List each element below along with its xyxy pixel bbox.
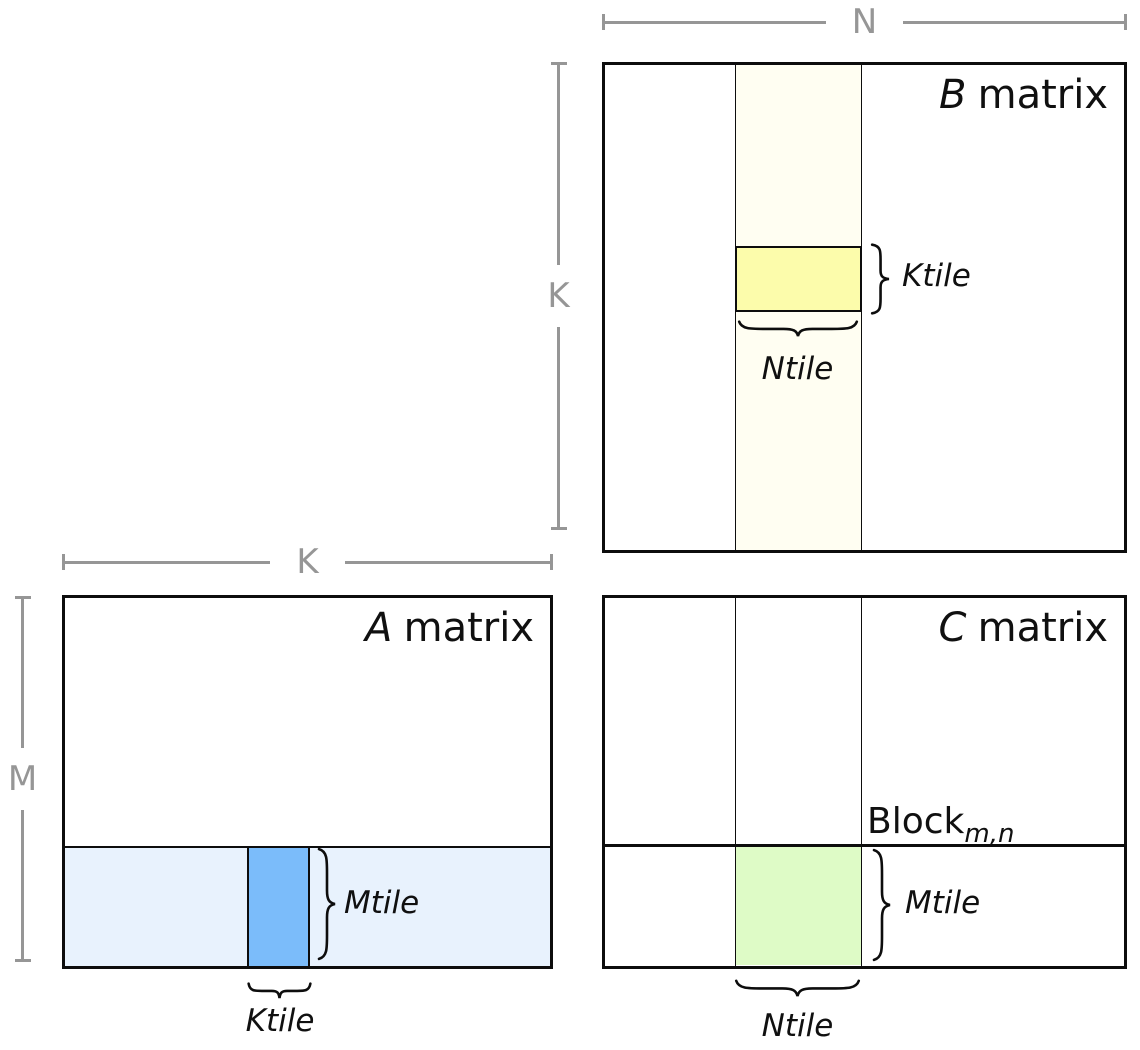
dimension-line — [21, 810, 24, 959]
dimension-endcap-icon — [14, 596, 31, 599]
b-ktile-ntile-block — [734, 246, 862, 312]
a-mtile-label: Mtile — [344, 885, 420, 921]
m-dimension-indicator: M — [8, 596, 37, 962]
dimension-endcap-icon — [550, 62, 567, 65]
c-matrix-word: matrix — [977, 605, 1108, 651]
c-column-divider-left — [734, 598, 736, 966]
b-ktile-label: Ktile — [902, 258, 971, 294]
ktile-height-brace-icon — [869, 244, 890, 314]
c-block-word: Block — [867, 801, 965, 842]
n-dimension-label: N — [851, 2, 878, 42]
k-dimension-label-b: K — [547, 276, 570, 316]
c-result-block — [735, 844, 862, 965]
k-dimension-indicator-a: K — [62, 542, 554, 582]
dimension-line — [344, 560, 551, 564]
k-dimension-indicator-b: K — [547, 62, 570, 530]
ntile-width-underbrace-icon — [738, 319, 858, 337]
a-matrix-letter: A — [365, 605, 393, 651]
dimension-line — [65, 560, 271, 564]
ktile-width-underbrace-icon — [248, 981, 311, 999]
b-matrix-letter: B — [938, 72, 967, 118]
c-column-divider-right — [860, 598, 862, 966]
dimension-endcap-icon — [62, 554, 65, 570]
m-dimension-label: M — [7, 759, 38, 799]
a-matrix-word: matrix — [403, 605, 534, 651]
k-dimension-label-a: K — [296, 542, 319, 582]
ntile-width-underbrace-icon — [735, 978, 860, 997]
mtile-height-brace-icon — [316, 848, 336, 960]
dimension-line — [557, 65, 560, 265]
a-mtile-ktile-block — [247, 846, 310, 966]
c-block-mn-label: Blockm,n — [867, 802, 1014, 849]
dimension-endcap-icon — [550, 554, 554, 570]
c-row-divider — [605, 844, 1124, 847]
dimension-line — [21, 599, 24, 748]
a-ktile-label: Ktile — [245, 1003, 315, 1039]
dimension-line — [605, 20, 826, 24]
dimension-endcap-icon — [550, 527, 567, 530]
b-ntile-label: Ntile — [761, 351, 834, 387]
c-ntile-label: Ntile — [761, 1008, 834, 1044]
n-dimension-indicator: N — [602, 2, 1127, 42]
dimension-line — [557, 327, 560, 527]
dimension-endcap-icon — [14, 959, 31, 962]
c-block-subscript: m,n — [964, 819, 1015, 849]
dimension-line — [903, 20, 1124, 24]
c-mtile-label: Mtile — [905, 885, 981, 921]
c-matrix-letter: C — [938, 605, 967, 651]
b-matrix-word: matrix — [977, 72, 1108, 118]
mtile-height-brace-icon — [871, 849, 891, 961]
dimension-endcap-icon — [602, 14, 605, 30]
dimension-endcap-icon — [1124, 14, 1127, 30]
